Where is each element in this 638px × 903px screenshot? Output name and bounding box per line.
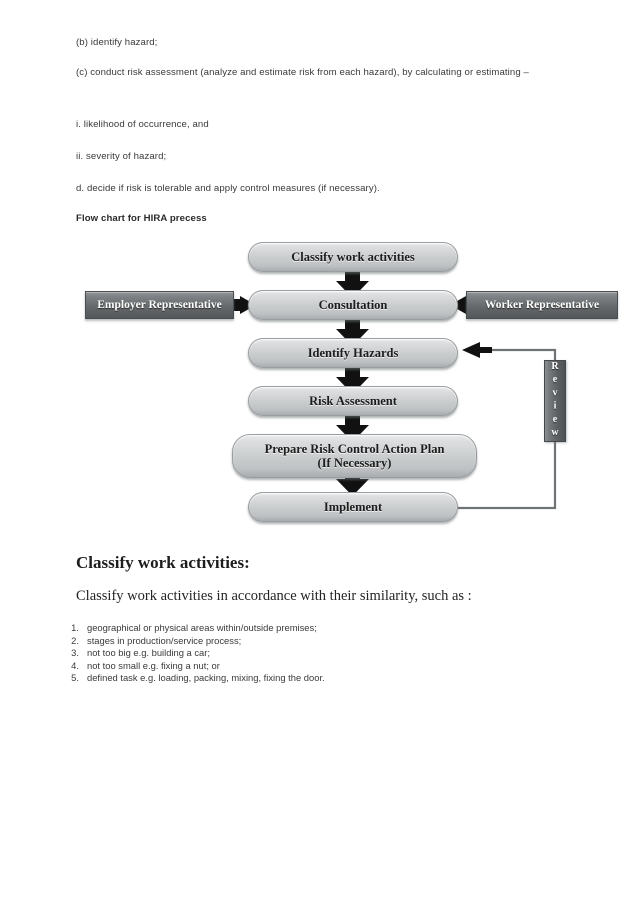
classify-examples-list: 1. geographical or physical areas within… <box>58 622 538 685</box>
paragraph-c: (c) conduct risk assessment (analyze and… <box>76 67 529 78</box>
paragraph-b: (b) identify hazard; <box>76 37 158 48</box>
list-item: 1. geographical or physical areas within… <box>58 622 538 635</box>
list-item-text: defined task e.g. loading, packing, mixi… <box>87 672 325 684</box>
list-item-number: 3. <box>71 647 79 659</box>
flow-node-label: Risk Assessment <box>309 394 397 408</box>
hira-flowchart: Classify work activities Consultation Em… <box>0 236 638 528</box>
flow-node-classify-work-activities[interactable]: Classify work activities <box>248 242 458 272</box>
flowchart-connectors <box>234 270 557 510</box>
paragraph-i: i. likelihood of occurrence, and <box>76 119 209 130</box>
review-feedback-loop <box>458 348 557 510</box>
list-item-text: not too small e.g. fixing a nut; or <box>87 659 220 671</box>
list-item-text: geographical or physical areas within/ou… <box>87 622 317 633</box>
arrow-consultation-to-identify <box>336 318 369 346</box>
arrow-classify-to-consultation <box>336 270 369 298</box>
arrow-risk-to-prepare <box>336 414 369 442</box>
flow-node-label: Consultation <box>318 298 388 312</box>
flow-node-implement[interactable]: Implement <box>248 492 458 522</box>
flow-node-consultation[interactable]: Consultation <box>248 290 458 320</box>
flow-node-label: Employer Representative <box>97 299 222 311</box>
flow-node-risk-assessment[interactable]: Risk Assessment <box>248 386 458 416</box>
section-heading-classify-work-activities: Classify work activities: <box>76 553 250 572</box>
flow-node-label-line1: Prepare Risk Control Action Plan <box>264 442 445 456</box>
flow-node-label: Worker Representative <box>484 299 600 311</box>
arrowhead-into-identify <box>462 342 492 358</box>
flow-node-label-line2: (If Necessary) <box>317 456 392 470</box>
paragraph-d: d. decide if risk is tolerable and apply… <box>76 183 380 194</box>
list-item: 3. not too big e.g. building a car; <box>58 647 538 660</box>
list-item: 2. stages in production/service process; <box>58 635 538 648</box>
flow-node-label: Classify work activities <box>291 250 415 264</box>
flowchart-heading: Flow chart for HIRA precess <box>76 213 207 224</box>
flow-node-employer-representative[interactable]: Employer Representative <box>85 291 234 319</box>
flow-node-label: Review <box>549 361 561 441</box>
flow-node-label: Identify Hazards <box>307 346 399 360</box>
list-item-number: 2. <box>71 634 79 646</box>
flow-node-worker-representative[interactable]: Worker Representative <box>466 291 618 319</box>
list-item-number: 5. <box>71 672 79 684</box>
flow-node-label: Implement <box>323 500 383 514</box>
list-item: 4. not too small e.g. fixing a nut; or <box>58 660 538 673</box>
list-item-number: 1. <box>71 622 79 633</box>
flow-node-prepare-risk-control-action-plan[interactable]: Prepare Risk Control Action Plan (If Nec… <box>232 434 477 478</box>
list-item-number: 4. <box>71 659 79 671</box>
flow-node-review[interactable]: Review <box>544 360 566 442</box>
section-lead-text: Classify work activities in accordance w… <box>76 588 472 604</box>
list-item-text: stages in production/service process; <box>87 634 242 646</box>
flow-node-identify-hazards[interactable]: Identify Hazards <box>248 338 458 368</box>
list-item-text: not too big e.g. building a car; <box>87 647 211 659</box>
list-item: 5. defined task e.g. loading, packing, m… <box>58 672 538 685</box>
arrow-identify-to-risk <box>336 366 369 394</box>
paragraph-ii: ii. severity of hazard; <box>76 151 167 162</box>
